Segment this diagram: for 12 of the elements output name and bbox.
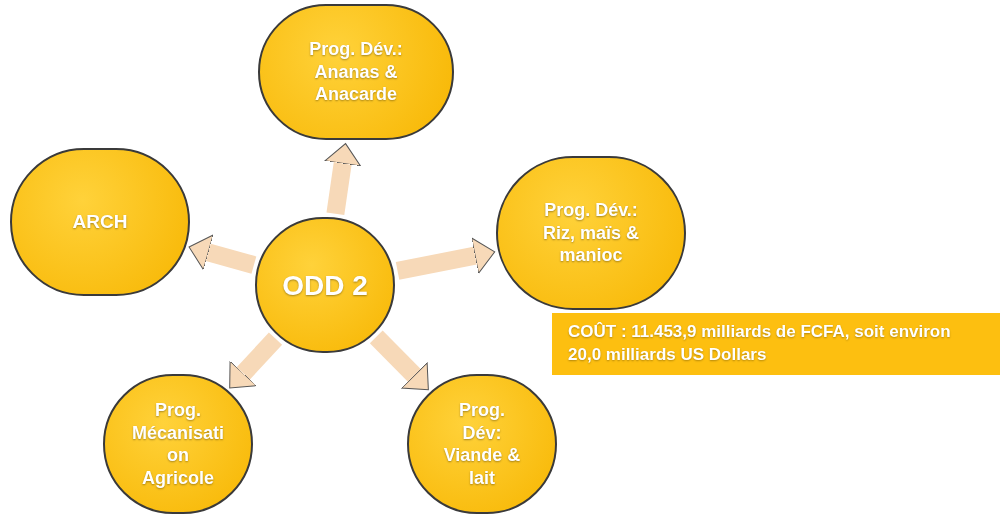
- program-label: ODD 2: [282, 268, 368, 303]
- block-arrow: [369, 330, 429, 391]
- program-label: ARCH: [72, 210, 128, 234]
- block-arrow: [395, 237, 496, 280]
- cost-text: COÛT : 11.453,9 milliards de FCFA, soit environ 20,0 milliards US Dollars: [568, 321, 952, 366]
- cost-box: [552, 313, 1000, 375]
- block-arrow: [324, 143, 361, 215]
- program-label: Prog. Dév.: Ananas & Anacarde: [308, 38, 404, 106]
- block-arrow: [229, 332, 283, 389]
- program-label: Prog. Dév.: Riz, maïs & manioc: [542, 199, 640, 267]
- program-label: Prog. Mécanisation Agricole: [130, 399, 225, 489]
- program-label: Prog. Dév: Viande & lait: [442, 399, 522, 489]
